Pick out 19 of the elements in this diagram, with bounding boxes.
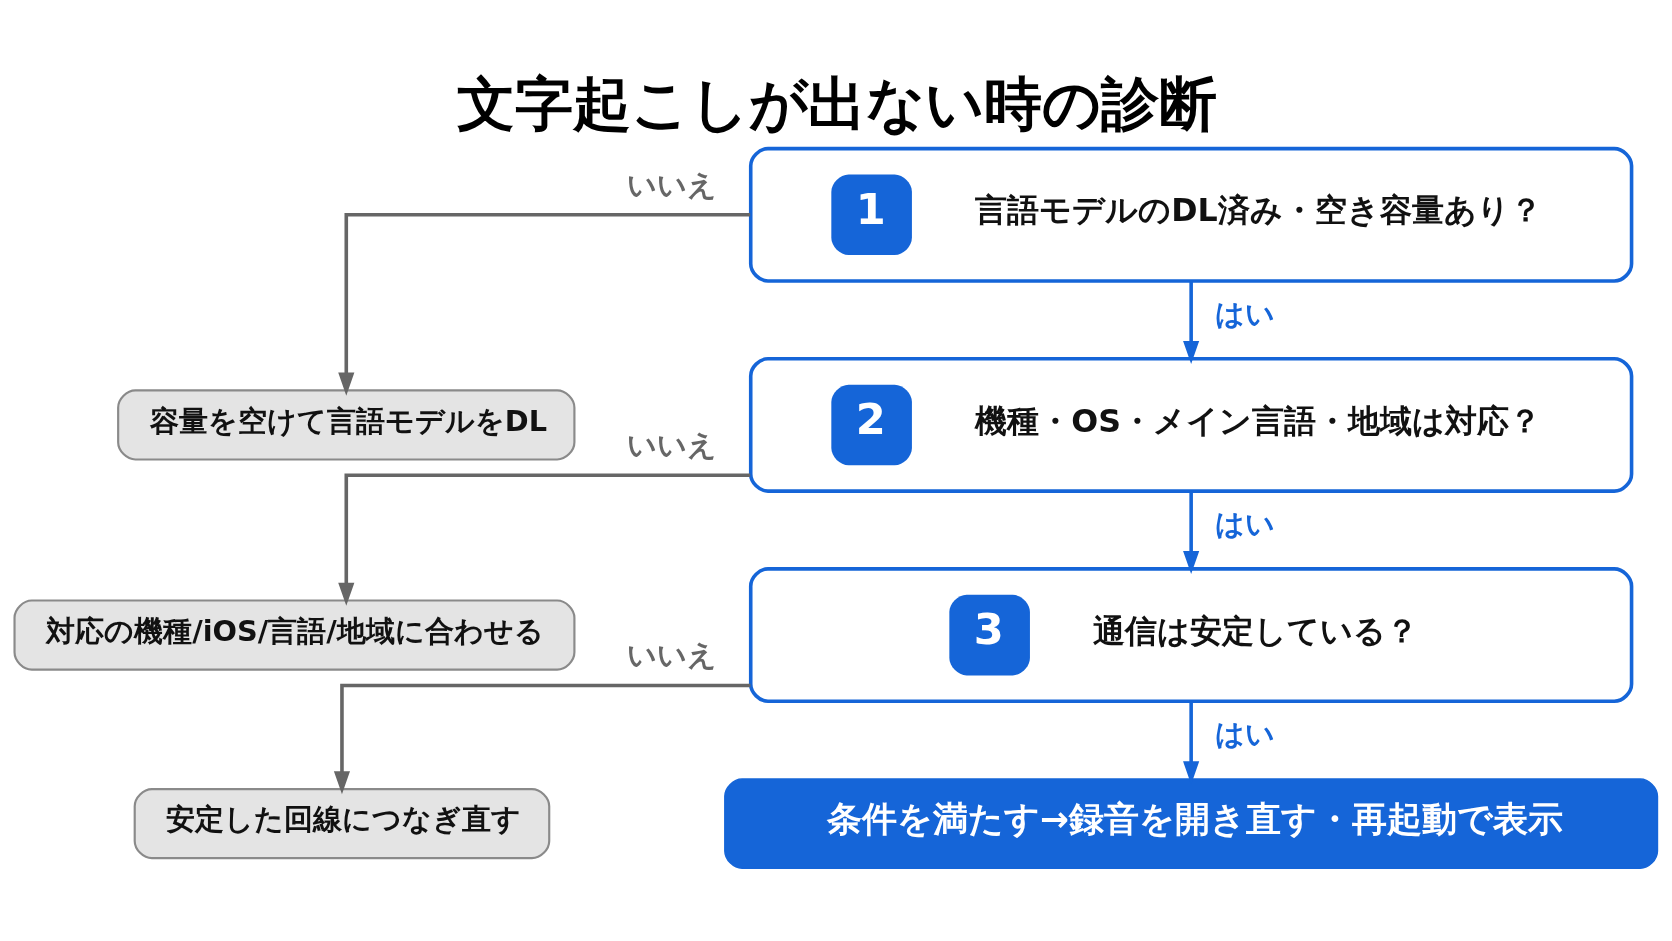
node-box: 容量を空けて言語モデルをDL <box>117 388 576 461</box>
arrow <box>338 473 751 606</box>
arrow <box>338 212 751 396</box>
arrow <box>1183 280 1200 364</box>
diagram-title: 文字起こしが出ない時の診断 <box>457 70 1218 138</box>
node-box: 対応の機種/iOS/言語/地域に合わせる <box>13 598 576 671</box>
edge-label: はい <box>1214 506 1275 541</box>
node-box: 3 通信は安定している？ <box>748 566 1634 703</box>
arrow <box>333 683 751 794</box>
edge-label: いいえ <box>626 167 717 202</box>
edge-label: はい <box>1214 716 1275 751</box>
edge-label: いいえ <box>626 427 717 462</box>
arrow <box>1183 490 1200 574</box>
node-box: 条件を満たす→録音を開き直す・再起動で表示 <box>724 777 1659 869</box>
node-box: 2 機種・OS・メイン言語・地域は対応？ <box>748 356 1634 493</box>
node-box: 安定した回線につなぎ直す <box>133 787 551 859</box>
edge-label: いいえ <box>627 637 718 672</box>
node-box: 1 言語モデルのDL済み・空き容量あり？ <box>748 146 1634 283</box>
edge-label: はい <box>1214 296 1275 331</box>
